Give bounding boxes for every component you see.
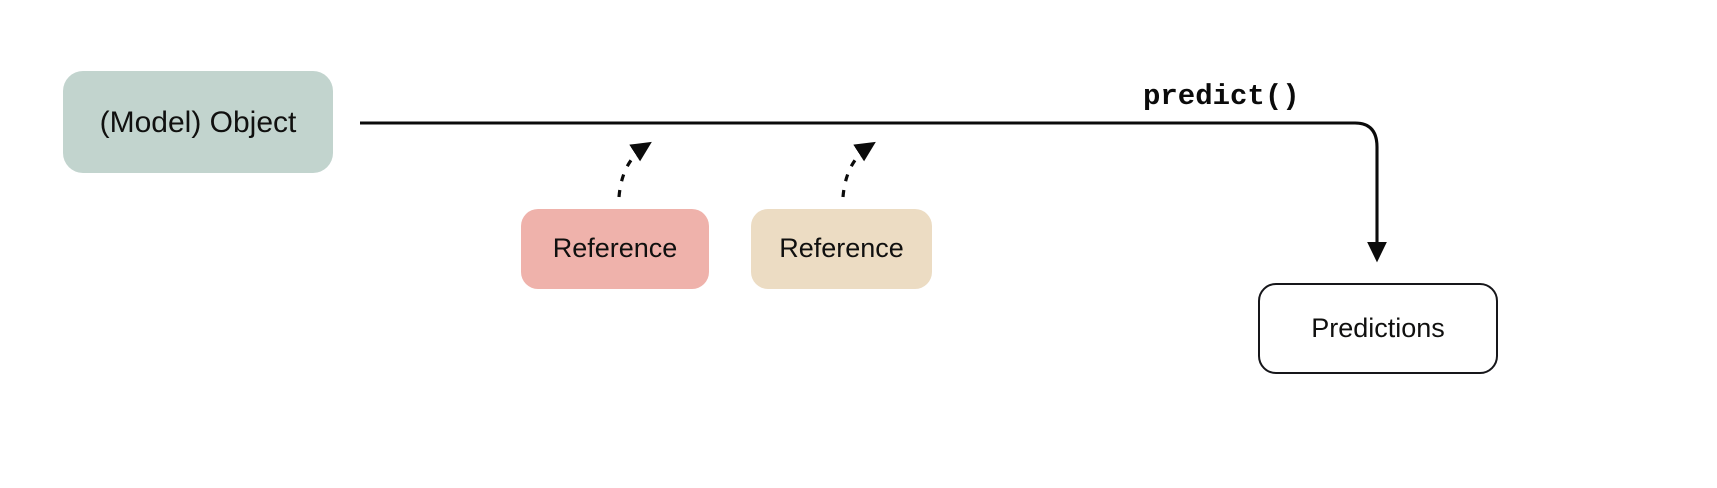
node-predictions-label: Predictions bbox=[1311, 312, 1445, 343]
node-reference-red[interactable]: Reference bbox=[521, 209, 709, 289]
node-reference-red-label: Reference bbox=[552, 233, 678, 264]
node-reference-beige[interactable]: Reference bbox=[751, 209, 932, 289]
node-model-object[interactable]: (Model) Object bbox=[63, 71, 333, 173]
edge-reference-beige-link bbox=[841, 141, 876, 198]
edge-label-predict-call: predict() bbox=[1143, 80, 1300, 113]
edge-reference-red-link bbox=[617, 141, 652, 198]
node-model-object-label: (Model) Object bbox=[99, 105, 297, 139]
node-reference-beige-label: Reference bbox=[779, 233, 904, 264]
node-predictions[interactable]: Predictions bbox=[1258, 283, 1498, 374]
